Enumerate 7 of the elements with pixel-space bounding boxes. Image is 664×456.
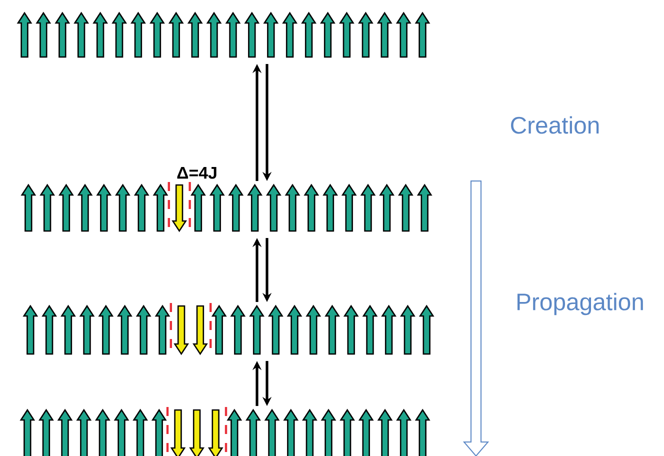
spin-chain-drawing <box>20 406 430 456</box>
spin-chain-drawing <box>20 180 432 234</box>
stage-label: Creation <box>511 116 599 134</box>
spin-chain-drawing <box>22 302 434 356</box>
spin-chain-drawing <box>16 12 430 58</box>
energy-label: Δ=4J <box>177 166 216 179</box>
stage-label: Propagation <box>518 292 643 316</box>
